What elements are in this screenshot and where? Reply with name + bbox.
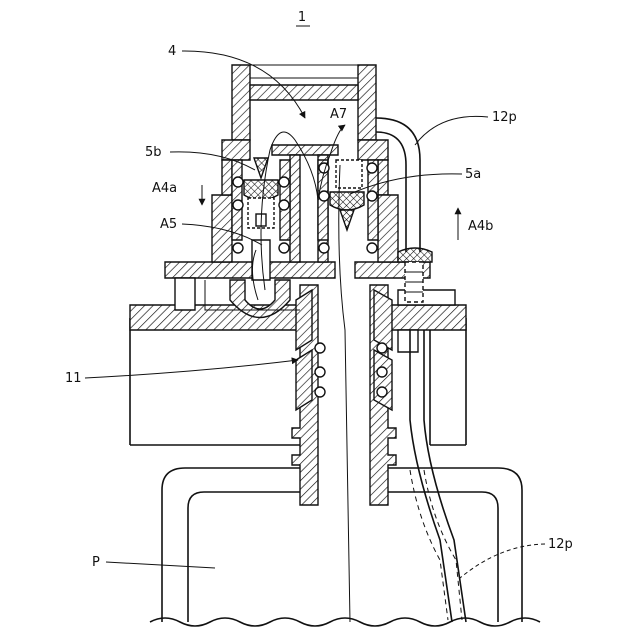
valve-5a <box>318 160 378 253</box>
label-11-text: 11 <box>65 371 82 386</box>
label-a5: A5 <box>160 217 262 245</box>
label-12p-top: 12p <box>415 110 517 145</box>
label-a4a-text: A4a <box>152 181 177 196</box>
label-a4b-text: A4b <box>468 219 493 234</box>
label-12p-bottom: 12p <box>460 537 573 578</box>
tube-12p-lower <box>410 330 466 622</box>
label-a7-text: A7 <box>330 107 347 122</box>
label-5a-text: 5a <box>465 167 481 182</box>
figure-number: 1 <box>296 10 310 26</box>
label-5b-text: 5b <box>145 145 162 160</box>
label-4-text: 4 <box>168 44 176 59</box>
label-12p-bottom-text: 12p <box>548 537 573 552</box>
label-12p-top-text: 12p <box>492 110 517 125</box>
label-p: P <box>92 555 215 570</box>
label-p-text: P <box>92 555 100 570</box>
label-a5-text: A5 <box>160 217 177 232</box>
label-11: 11 <box>65 360 298 386</box>
figure-number-text: 1 <box>298 10 306 25</box>
label-a4a: A4a <box>152 181 202 205</box>
pouch-container <box>150 468 540 626</box>
label-a4b: A4b <box>458 208 493 240</box>
label-a7: A7 <box>330 107 347 122</box>
